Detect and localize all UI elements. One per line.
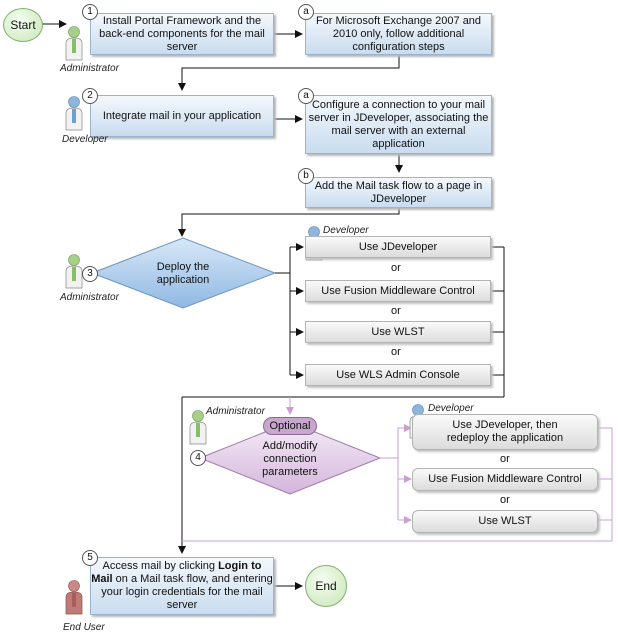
step-1a-box: For Microsoft Exchange 2007 and 2010 onl…	[305, 13, 492, 55]
step-4-text: Add/modify connection parameters	[262, 440, 318, 478]
step-2a-box: Configure a connection to your mail serv…	[305, 95, 492, 154]
step-2-number: 2	[82, 88, 98, 104]
role-label-developer: Developer	[428, 403, 474, 414]
start-terminal: Start	[3, 8, 43, 42]
role-label-administrator: Administrator	[206, 406, 265, 417]
deploy-option-jdeveloper: Use JDeveloper	[305, 236, 491, 258]
step-2-box: Integrate mail in your application	[90, 95, 274, 137]
step-3-number: 3	[82, 266, 98, 282]
person-icon	[65, 26, 83, 61]
deploy-option-fmw-control: Use Fusion Middleware Control	[305, 280, 491, 302]
param-option-jdeveloper-redeploy: Use JDeveloper, then redeploy the applic…	[412, 414, 598, 450]
or-label: or	[500, 494, 510, 506]
role-label-administrator: Administrator	[60, 63, 119, 74]
or-label: or	[391, 262, 401, 274]
or-label: or	[391, 305, 401, 317]
param-option-wlst: Use WLST	[412, 510, 598, 533]
step-1-box: Install Portal Framework and the back-en…	[90, 13, 274, 55]
person-icon	[65, 580, 83, 615]
role-label-administrator: Administrator	[60, 292, 119, 303]
step-2b-box: Add the Mail task flow to a page in JDev…	[305, 177, 492, 208]
step-4-number: 4	[190, 450, 206, 466]
step-2b-letter: b	[298, 168, 314, 184]
role-label-developer: Developer	[323, 225, 369, 236]
step-5-text: Access mail by clicking Login to Mail on…	[91, 560, 273, 611]
deploy-option-wlst: Use WLST	[305, 321, 491, 343]
end-terminal: End	[305, 565, 347, 607]
step-5-box: Access mail by clicking Login to Mail on…	[90, 557, 274, 615]
person-icon	[65, 96, 83, 131]
login-to-mail-emphasis: Login to Mail	[91, 560, 262, 585]
param-option-fmw-control: Use Fusion Middleware Control	[412, 468, 598, 491]
role-label-end-user: End User	[63, 622, 105, 633]
step-5-number: 5	[82, 550, 98, 566]
step-2a-letter: a	[298, 88, 314, 104]
optional-badge: Optional	[263, 417, 317, 435]
or-label: or	[391, 346, 401, 358]
step-1a-letter: a	[298, 4, 314, 20]
or-label: or	[500, 453, 510, 465]
person-icon	[189, 410, 207, 445]
role-label-developer: Developer	[62, 134, 108, 145]
step-1-number: 1	[82, 4, 98, 20]
step-3-text: Deploy the application	[156, 261, 210, 286]
person-icon	[65, 254, 83, 289]
deploy-option-wls-admin-console: Use WLS Admin Console	[305, 364, 491, 386]
